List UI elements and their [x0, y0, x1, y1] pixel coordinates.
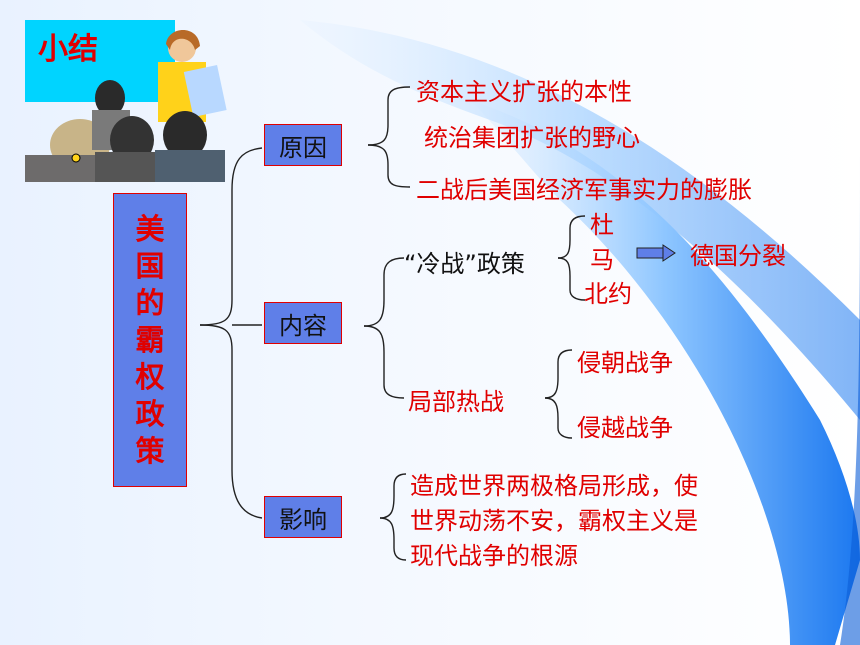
impact-line: 世界动荡不安，霸权主义是: [410, 507, 698, 535]
main-char: 的: [135, 285, 165, 320]
main-char: 权: [135, 359, 165, 394]
main-char: 国: [135, 248, 165, 283]
local-war-item: 侵朝战争: [577, 349, 673, 377]
impact-line: 造成世界两极格局形成，使: [410, 472, 698, 500]
cold-war-result: 德国分裂: [690, 242, 786, 270]
local-war-label: 局部热战: [408, 388, 504, 416]
impact-line: 现代战争的根源: [410, 542, 578, 570]
cold-war-item: 北约: [584, 280, 632, 308]
node-impact: 影响: [264, 496, 342, 538]
main-char: 霸: [135, 322, 165, 357]
node-content: 内容: [264, 302, 342, 344]
reason-item: 二战后美国经济军事实力的膨胀: [416, 176, 752, 204]
main-topic-box: 美 国 的 霸 权 政 策: [113, 193, 187, 487]
reason-item: 资本主义扩张的本性: [416, 78, 632, 106]
cold-war-label: “冷战”政策: [404, 250, 525, 278]
main-char: 策: [135, 433, 165, 468]
reason-item: 统治集团扩张的野心: [424, 124, 640, 152]
cold-war-item: 马: [590, 246, 614, 274]
cold-war-item: 杜: [590, 211, 614, 239]
node-reason: 原因: [264, 124, 342, 166]
local-war-item: 侵越战争: [577, 414, 673, 442]
main-char: 美: [135, 211, 165, 246]
right-arrow-icon: [636, 244, 676, 262]
teacher-clipart-icon: [25, 30, 227, 182]
slide-title: 小结: [38, 32, 98, 67]
main-char: 政: [135, 396, 165, 431]
